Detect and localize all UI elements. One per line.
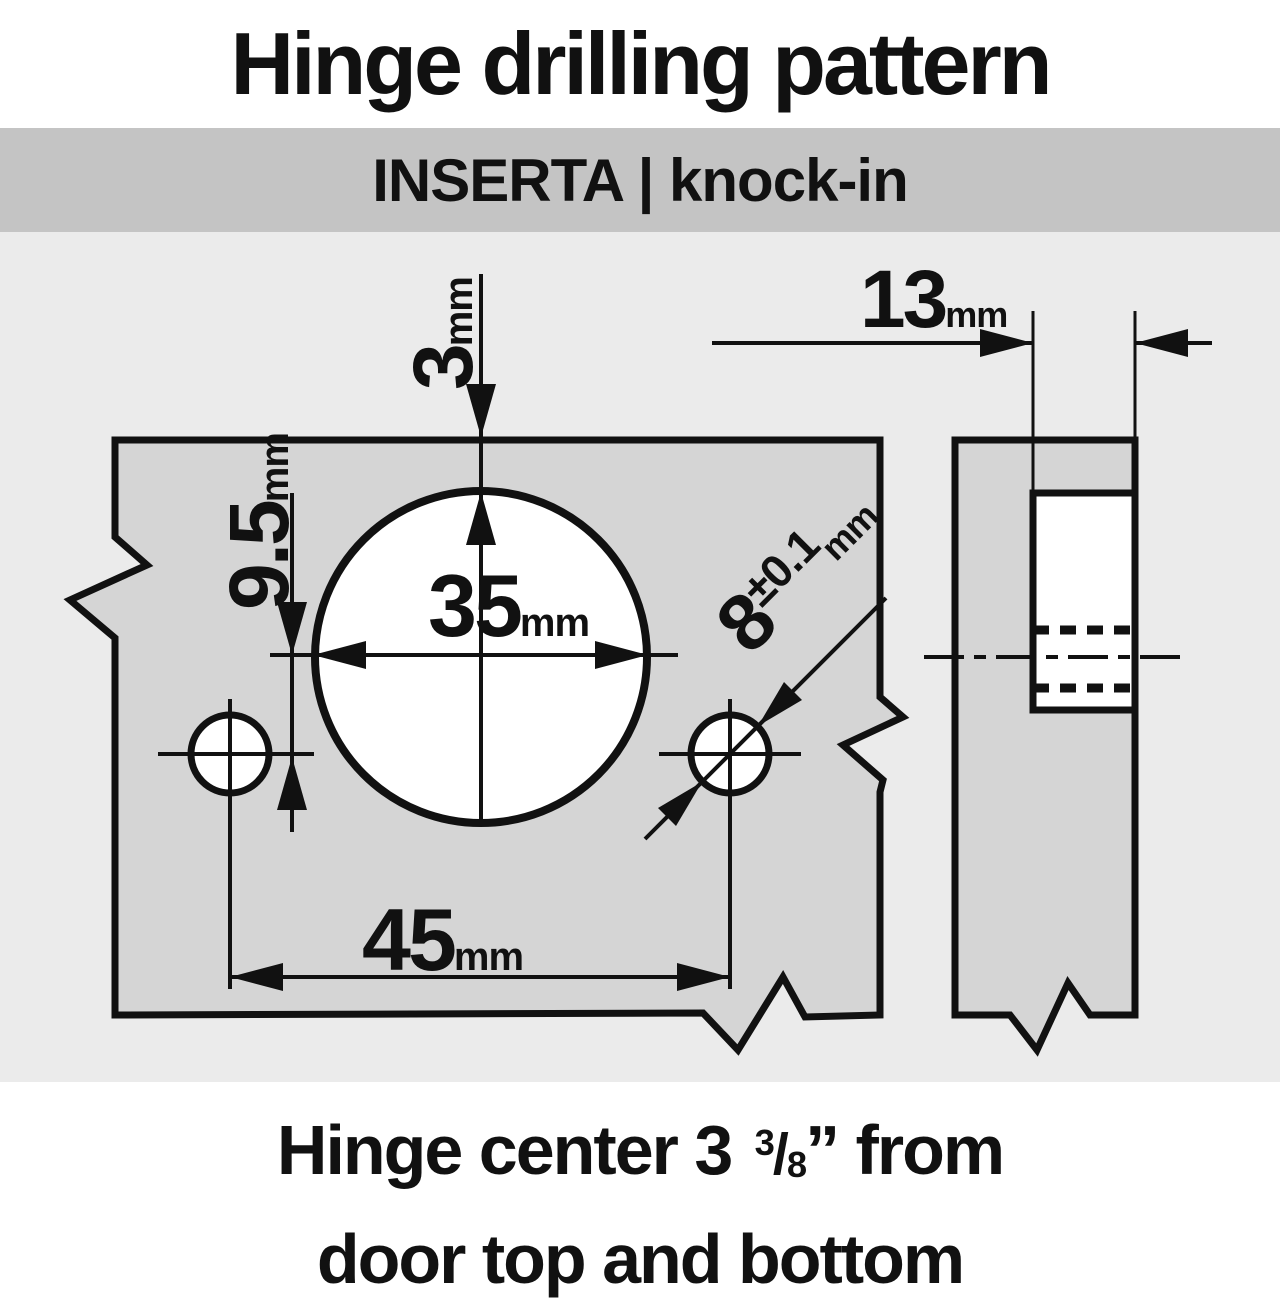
left-screw-hole-crosshair bbox=[158, 699, 314, 989]
dim-cup-edge-distance: 13mm bbox=[712, 254, 1212, 495]
arrow-right-icon bbox=[595, 641, 648, 669]
arrow-diagonal-up-right-icon bbox=[658, 782, 702, 826]
fraction-denominator: 8 bbox=[786, 1143, 807, 1185]
dim-13mm-label: 13mm bbox=[860, 254, 1007, 345]
footer-note: Hinge center 3 3/8” from door top and bot… bbox=[0, 1082, 1280, 1298]
dim-edge-distance: 3mm bbox=[396, 274, 496, 824]
dim-screw-spacing: 45mm bbox=[230, 890, 730, 991]
footer-line2: door top and bottom bbox=[316, 1219, 965, 1298]
arrow-left-icon bbox=[230, 963, 283, 991]
dim-9-5mm-label: 9.5mm bbox=[212, 433, 306, 610]
drilling-diagram: 3mm 35mm 9.5mm 45mm bbox=[0, 232, 1280, 1082]
arrow-diagonal-down-left-icon bbox=[758, 682, 802, 726]
side-view: 13mm bbox=[712, 254, 1212, 1057]
arrow-right-icon bbox=[677, 963, 730, 991]
footer-line1: Hinge center 3 3/8” from bbox=[0, 1096, 1280, 1212]
footer-suffix: ” from bbox=[805, 1110, 1005, 1189]
dim-35mm-label: 35mm bbox=[428, 556, 589, 655]
dim-screw-offset: 9.5mm bbox=[212, 433, 307, 832]
fraction-numerator: 3 bbox=[754, 1122, 775, 1163]
arrow-down-icon bbox=[466, 384, 496, 437]
dim-3mm-label: 3mm bbox=[396, 277, 490, 390]
footer-prefix: Hinge center 3 bbox=[276, 1110, 733, 1189]
fraction-slash: / bbox=[772, 1122, 789, 1187]
arrow-down-icon bbox=[277, 602, 307, 655]
drilling-diagram-svg: 3mm 35mm 9.5mm 45mm bbox=[63, 254, 1212, 1057]
arrow-left-icon bbox=[1135, 329, 1188, 357]
arrow-right-icon bbox=[980, 329, 1033, 357]
banner-label: INSERTA | knock-in bbox=[372, 146, 909, 214]
dim-45mm-label: 45mm bbox=[362, 890, 523, 989]
product-banner: INSERTA | knock-in bbox=[0, 128, 1280, 232]
arrow-left-icon bbox=[313, 641, 366, 669]
arrow-up-icon bbox=[277, 757, 307, 810]
dim-cup-diameter: 35mm bbox=[270, 556, 678, 669]
arrow-up-icon bbox=[466, 492, 496, 545]
front-view: 3mm 35mm 9.5mm 45mm bbox=[63, 274, 910, 1056]
cup-pocket bbox=[1029, 489, 1139, 714]
page-title: Hinge drilling pattern bbox=[230, 14, 1053, 113]
